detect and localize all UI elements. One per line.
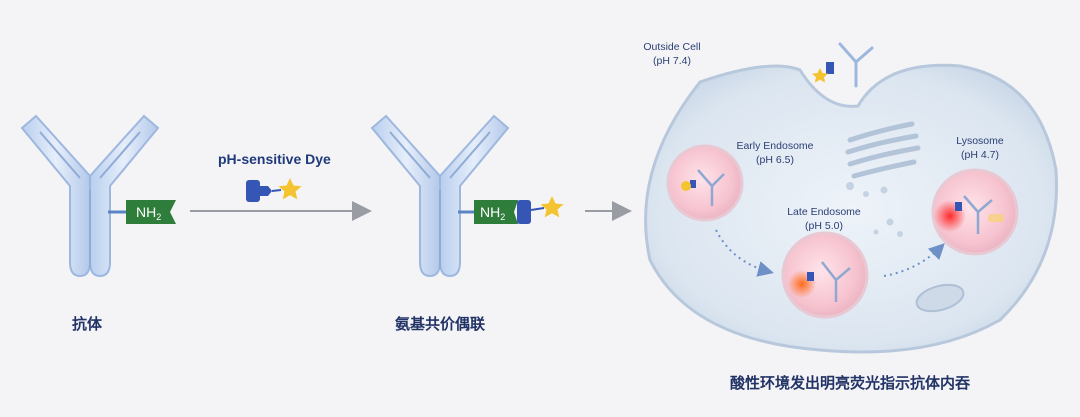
late-endosome-title: Late Endosome [787,206,861,218]
early-endosome-title: Early Endosome [736,140,814,152]
lysosome [931,168,1019,256]
lysosome-label: Lysosome (pH 4.7) [940,134,1020,162]
arrow-late-to-lysosome [883,243,945,277]
star-icon [278,178,302,200]
incoming-antibody [838,42,874,88]
amine-tag-2: NH2 [474,196,564,224]
vesicles [846,182,903,237]
lysosome-ph: (pH 4.7) [961,149,999,161]
late-endosome-ph: (pH 5.0) [805,220,843,232]
lysosome-title: Lysosome [956,135,1004,147]
antibody-caption: 抗体 [72,316,103,333]
outside-cell-label: Outside Cell (pH 7.4) [636,40,708,68]
late-endosome-label: Late Endosome (pH 5.0) [780,205,868,233]
early-endosome-ph: (pH 6.5) [756,154,794,166]
cell-caption: 酸性环境发出明亮荧光指示抗体内吞 [730,375,971,392]
dye-label: pH-sensitive Dye [218,151,331,167]
early-endosome [666,144,744,222]
mitochondrion [915,283,965,313]
conjugation-caption: 氨基共价偶联 [395,316,486,333]
late-endosome [781,231,869,319]
arrow-early-to-late [715,229,774,277]
amine-label-2: NH2 [480,204,505,222]
star-icon [540,196,564,218]
golgi-apparatus [845,121,921,179]
antibody-1 [20,114,160,278]
outside-cell-ph: (pH 7.4) [653,55,691,67]
early-endosome-label: Early Endosome (pH 6.5) [730,139,820,167]
cell-body [644,63,1059,354]
dye-linker-outside [826,62,834,74]
antibody-2 [370,114,510,278]
outside-cell-title: Outside Cell [643,41,701,53]
dye-reagent [246,178,302,202]
amine-label-1: NH2 [136,204,161,222]
star-icon [812,68,828,83]
amine-tag-1: NH2 [126,200,176,224]
